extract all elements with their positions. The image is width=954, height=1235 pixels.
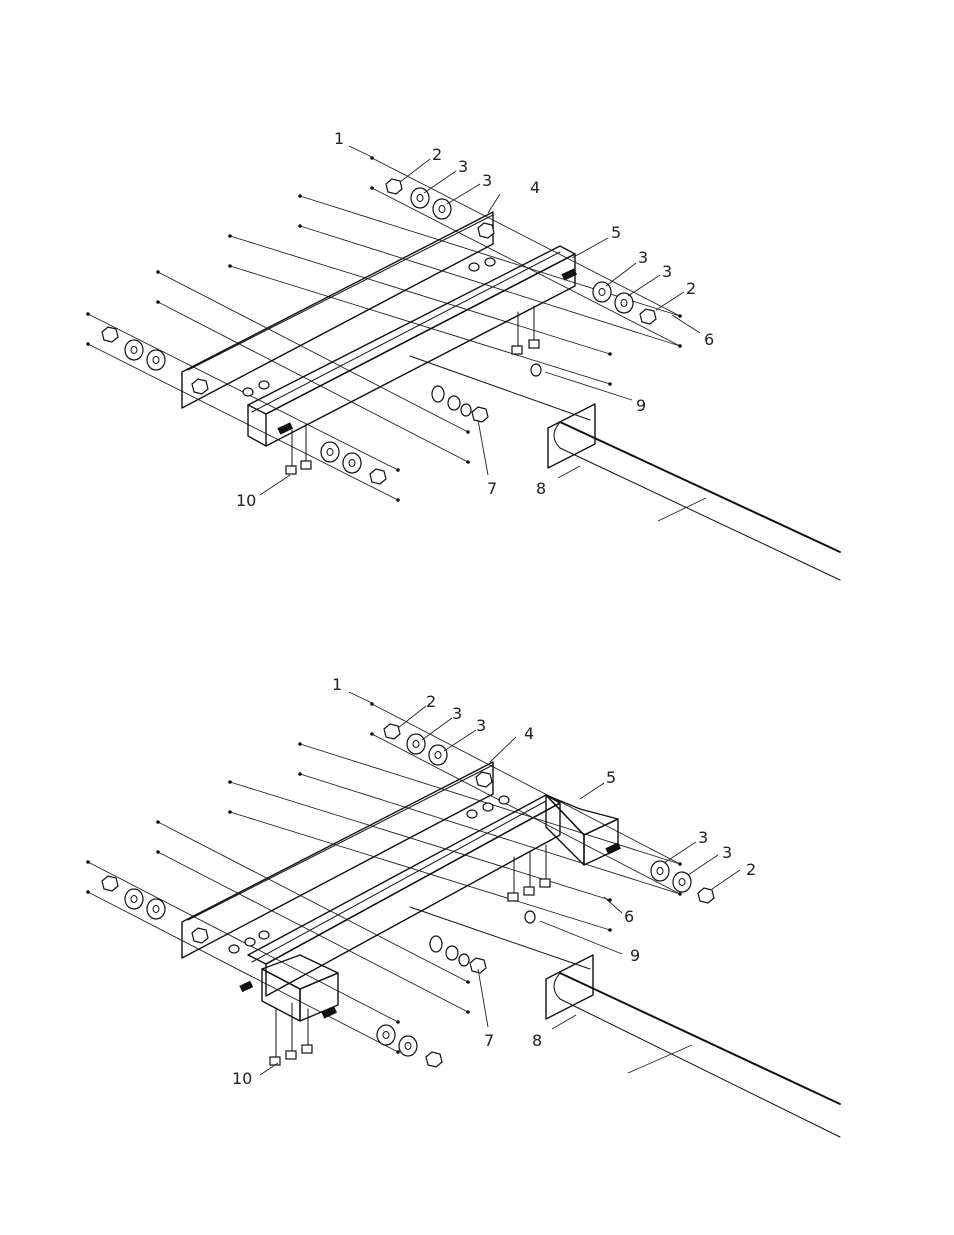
callout-2: 2 <box>426 692 436 711</box>
callout-5: 5 <box>606 768 616 787</box>
callout-3: 3 <box>482 171 492 190</box>
callout-2: 2 <box>686 279 696 298</box>
callout-6: 6 <box>624 907 634 926</box>
drawbar-tube <box>410 907 840 1137</box>
callout-3: 3 <box>698 828 708 847</box>
assembly-guide-lines <box>88 158 680 500</box>
hardware-center-pin <box>432 364 541 422</box>
plate-holes <box>229 796 509 953</box>
mounting-plate <box>182 762 493 958</box>
guide-end-dots <box>86 702 682 1054</box>
callout-7: 7 <box>487 479 497 498</box>
flange-plate <box>546 955 593 1019</box>
hardware-left-top <box>102 876 208 943</box>
assembly-guide-lines <box>88 704 680 1052</box>
callout-1: 1 <box>332 675 342 694</box>
mounting-plate <box>182 212 493 408</box>
callout-10: 10 <box>232 1069 252 1088</box>
callout-2: 2 <box>746 860 756 879</box>
hardware-top-row <box>386 179 494 238</box>
callout-8: 8 <box>532 1031 542 1050</box>
callout-3: 3 <box>722 843 732 862</box>
callout-7: 7 <box>484 1031 494 1050</box>
callout-3: 3 <box>458 157 468 176</box>
callout-3: 3 <box>638 248 648 267</box>
channel-bracket <box>248 246 575 446</box>
callout-5: 5 <box>611 223 621 242</box>
callout-6: 6 <box>704 330 714 349</box>
callout-3: 3 <box>452 704 462 723</box>
u-bolt-clamps <box>270 845 550 1065</box>
guide-end-dots <box>86 156 682 502</box>
callout-2: 2 <box>432 145 442 164</box>
hardware-right-end <box>605 842 714 903</box>
exploded-assembly-diagram-top: 1 2 3 3 4 5 3 3 2 6 9 7 8 10 <box>0 0 954 617</box>
callout-9: 9 <box>630 946 640 965</box>
callout-4: 4 <box>524 724 534 743</box>
hardware-left-top <box>102 327 208 394</box>
callout-3: 3 <box>476 716 486 735</box>
callout-9: 9 <box>636 396 646 415</box>
drawbar-tube <box>410 356 840 580</box>
callout-4: 4 <box>530 178 540 197</box>
callout-1: 1 <box>334 129 344 148</box>
callout-3: 3 <box>662 262 672 281</box>
hardware-center-pin <box>430 911 535 973</box>
callout-8: 8 <box>536 479 546 498</box>
callout-10: 10 <box>236 491 256 510</box>
exploded-assembly-diagram-bottom: 1 2 3 3 4 5 3 3 2 6 9 7 8 10 <box>0 617 954 1235</box>
